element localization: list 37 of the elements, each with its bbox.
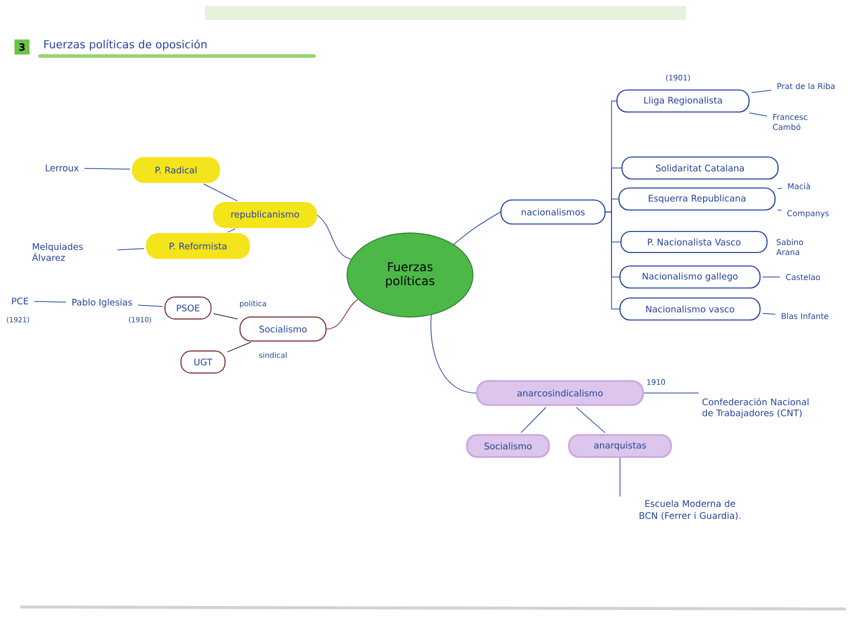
note-text: Castelao — [786, 274, 820, 280]
note-text: Sabino Arana — [776, 238, 804, 256]
connector-line — [203, 184, 238, 202]
title: Fuerzas políticas de oposición — [44, 39, 206, 51]
note-text: Prat de la Riba — [778, 82, 835, 90]
note-text: Companys — [787, 210, 829, 218]
connector-line — [777, 210, 782, 211]
connector-line — [520, 406, 546, 434]
note-text: Blas Infante — [782, 312, 828, 320]
connector-line — [751, 90, 772, 93]
branch-line — [316, 214, 352, 260]
branch-line — [430, 314, 476, 394]
note-text: Macià — [788, 182, 810, 190]
note-text: Francesc Cambó — [772, 114, 808, 130]
connector-line — [34, 300, 66, 302]
connector-line — [84, 168, 130, 170]
connector-line — [777, 188, 782, 190]
connector-line — [762, 313, 776, 315]
note-text: PCE — [12, 298, 28, 304]
connector-line — [644, 392, 699, 394]
connector-line — [762, 276, 780, 278]
note-text: Pablo Iglesias — [72, 298, 132, 308]
connector-line — [576, 406, 606, 434]
note-text: Confederación Nacional de Trabajadores (CNT) — [702, 398, 808, 418]
connector-line — [748, 112, 768, 116]
connector-line — [213, 313, 238, 320]
connector-line — [228, 228, 236, 233]
connector-line — [226, 342, 252, 352]
note-text: Escuela Moderna de BCN (Ferrer i Guardia). — [640, 500, 740, 520]
branch-line — [453, 212, 501, 245]
note-text: Melquiades Álvarez — [32, 243, 83, 261]
number-badge: 3 — [14, 40, 30, 54]
bracket-line — [605, 212, 620, 310]
connector-line — [117, 248, 144, 250]
branch-line — [326, 298, 358, 330]
connector-line — [138, 304, 163, 307]
note-text: Lerroux — [46, 164, 79, 172]
